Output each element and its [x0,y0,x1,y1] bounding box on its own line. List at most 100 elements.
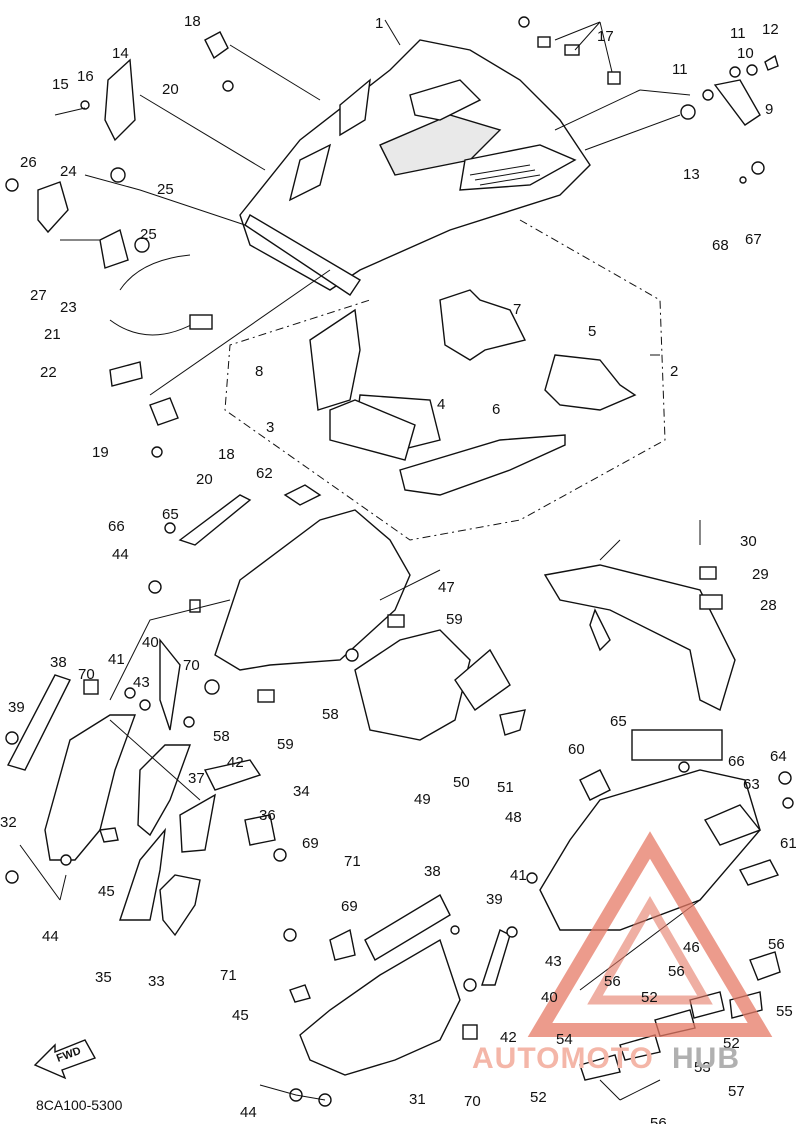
callout-label: 62 [256,465,273,482]
callout-label: 25 [140,226,157,243]
front-arrow-icon: FWD [33,1039,97,1080]
callout-label: 46 [683,939,700,956]
callout-label: 18 [184,13,201,30]
callout-label: 45 [232,1007,249,1024]
callout-label: 16 [77,68,94,85]
callout-label: 43 [545,953,562,970]
callout-label: 55 [776,1003,793,1020]
callout-label: 56 [668,963,685,980]
drawing-code: 8CA100-5300 [36,1097,123,1113]
callout-label: 70 [78,666,95,683]
callout-label: 27 [30,287,47,304]
callout-label: 6 [492,401,500,418]
callout-label: 65 [610,713,627,730]
callout-label: 8 [255,363,263,380]
callout-label: 13 [683,166,700,183]
top-right-hardware [518,16,779,184]
foam-pads [309,289,637,496]
watermark-logo [527,831,773,1037]
callout-label: 1 [375,15,383,32]
top-left-hardware [5,31,234,458]
callout-label: 59 [446,611,463,628]
left-side-cowl [5,638,287,937]
callout-label: 41 [510,867,527,884]
callout-label: 7 [513,301,521,318]
callout-label: 19 [92,444,109,461]
callout-label: 20 [196,471,213,488]
callout-label: 38 [50,654,67,671]
callout-label: 38 [424,863,441,880]
callout-label: 9 [765,101,773,118]
callout-label: 24 [60,163,77,180]
callout-label: 36 [259,807,276,824]
callout-label: 39 [486,891,503,908]
hood-assembly [239,39,591,296]
lower-cowl [283,872,538,1107]
callout-label: 37 [188,770,205,787]
callout-label: 54 [556,1031,573,1048]
callout-label: 34 [293,783,310,800]
callout-label: 31 [409,1091,426,1108]
inner-panel [148,484,526,741]
callout-label: 2 [670,363,678,380]
callout-label: 47 [438,579,455,596]
callout-label: 41 [108,651,125,668]
callout-label: 56 [650,1115,667,1124]
callout-label: 17 [597,28,614,45]
callout-label: 56 [604,973,621,990]
callout-label: 21 [44,326,61,343]
callout-label: 40 [541,989,558,1006]
callout-label: 10 [737,45,754,62]
callout-label: 64 [770,748,787,765]
callout-label: 25 [157,181,174,198]
callout-label: 61 [780,835,797,852]
callout-label: 66 [108,518,125,535]
callout-label: 5 [588,323,596,340]
callout-label: 45 [98,883,115,900]
watermark-text-primary: AUTOMOTO [472,1042,654,1075]
callout-label: 4 [437,396,445,413]
callout-label: 42 [500,1029,517,1046]
callout-label: 23 [60,299,77,316]
callout-label: 71 [220,967,237,984]
callout-label: 67 [745,231,762,248]
callout-label: 66 [728,753,745,770]
callout-label: 50 [453,774,470,791]
callout-label: 69 [302,835,319,852]
callout-label: 35 [95,969,112,986]
callout-label: 40 [142,634,159,651]
callout-label: 44 [240,1104,257,1121]
callout-label: 49 [414,791,431,808]
callout-label: 53 [694,1059,711,1076]
mount-bracket [543,520,736,711]
callout-label: 59 [277,736,294,753]
callout-label: 68 [712,237,729,254]
callout-label: 26 [20,154,37,171]
callout-label: 18 [218,446,235,463]
callout-label: 32 [0,814,17,831]
callout-label: 65 [162,506,179,523]
callout-label: 48 [505,809,522,826]
callout-label: 58 [322,706,339,723]
callout-label: 44 [112,546,129,563]
callout-label: 3 [266,419,274,436]
callout-label: 44 [42,928,59,945]
callout-label: 29 [752,566,769,583]
callout-label: 70 [183,657,200,674]
callout-label: 63 [743,776,760,793]
callout-label: 51 [497,779,514,796]
callout-label: 52 [723,1035,740,1052]
callout-label: 52 [530,1089,547,1106]
callout-label: 57 [728,1083,745,1100]
callout-label: 69 [341,898,358,915]
callout-label: 33 [148,973,165,990]
callout-label: 70 [464,1093,481,1110]
callout-label: 15 [52,76,69,93]
callout-label: 71 [344,853,361,870]
callout-label: 56 [768,936,785,953]
callout-label: 11 [672,61,688,78]
callout-label: 22 [40,364,57,381]
